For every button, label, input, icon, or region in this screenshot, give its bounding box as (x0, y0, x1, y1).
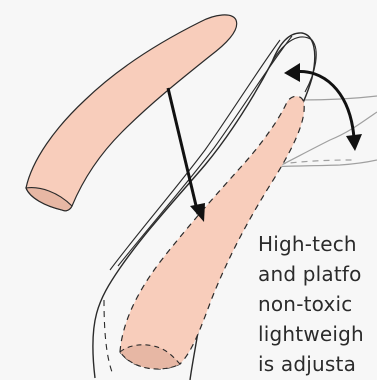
caption-line: non-toxic (258, 289, 377, 319)
caption-line: and platfo (258, 259, 377, 289)
caption-line: is adjusta (258, 349, 377, 379)
description-text: High-tech and platfo non-toxic lightweig… (258, 229, 377, 379)
flex-arrow-head-bottom (346, 134, 362, 151)
caption-line: lightweigh (258, 319, 377, 349)
caption-line: High-tech (258, 229, 377, 259)
